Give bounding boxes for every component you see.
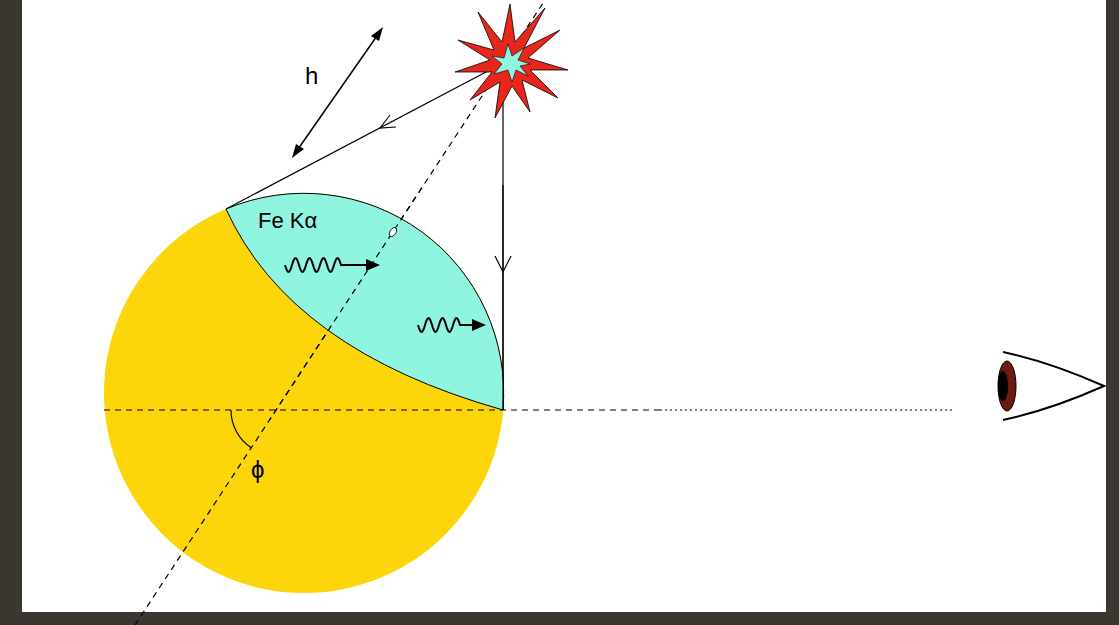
height-arrowhead xyxy=(292,144,304,158)
eye-pupil xyxy=(998,371,1008,401)
flare-axis xyxy=(135,0,545,625)
line-of-sight xyxy=(104,410,660,411)
height-arrowhead xyxy=(371,27,383,41)
height-label: h xyxy=(305,62,318,90)
axis-mark xyxy=(388,226,398,238)
photon-arrowhead xyxy=(472,319,486,331)
photon-wave xyxy=(285,258,366,272)
ray-arrowhead xyxy=(380,115,396,128)
eye-iris xyxy=(998,361,1016,411)
line-label: Fe Kα xyxy=(258,208,317,234)
eye-lids xyxy=(1003,352,1104,420)
height-arrow xyxy=(296,33,379,152)
photon-arrowhead xyxy=(366,259,380,271)
line-of-sight-dotted xyxy=(660,410,955,411)
lens-region xyxy=(226,193,504,410)
angle-label: ϕ xyxy=(251,456,264,484)
flare-burst xyxy=(455,4,568,118)
white-panel xyxy=(22,0,1106,612)
flare-core xyxy=(492,44,530,82)
flare-axis xyxy=(218,185,513,420)
vertical-ray xyxy=(502,185,503,410)
tangent-ray xyxy=(226,62,505,209)
star-disc xyxy=(104,193,504,593)
angle-arc xyxy=(231,410,251,448)
vertical-ray xyxy=(502,62,503,410)
photon-wave xyxy=(418,318,472,332)
emission-region: Fe Kα xyxy=(218,185,513,420)
